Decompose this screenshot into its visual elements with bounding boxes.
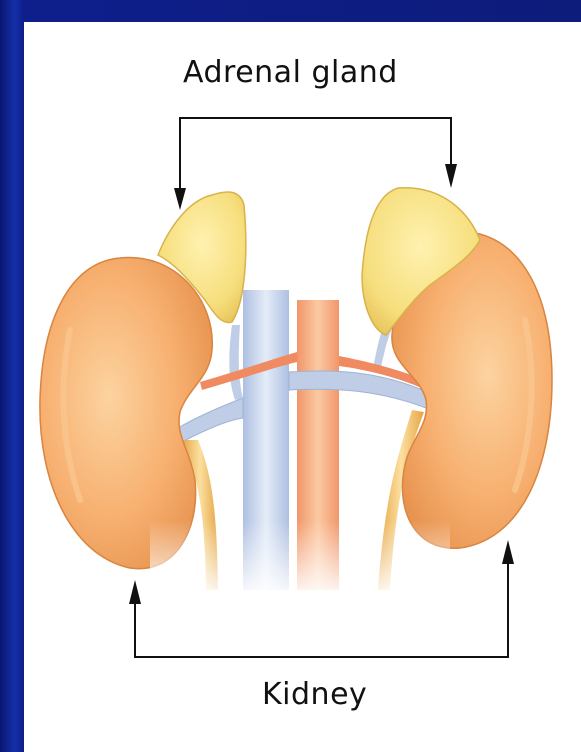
adrenal-arrow-left	[174, 188, 186, 210]
adrenal-bracket	[180, 118, 451, 190]
adrenal-gland-label: Adrenal gland	[183, 55, 398, 90]
kidney-arrow-left	[129, 580, 141, 604]
bottom-fade	[150, 520, 450, 600]
kidney-arrow-right	[502, 540, 514, 564]
adrenal-arrow-right	[445, 164, 457, 188]
kidney-label: Kidney	[262, 677, 367, 712]
